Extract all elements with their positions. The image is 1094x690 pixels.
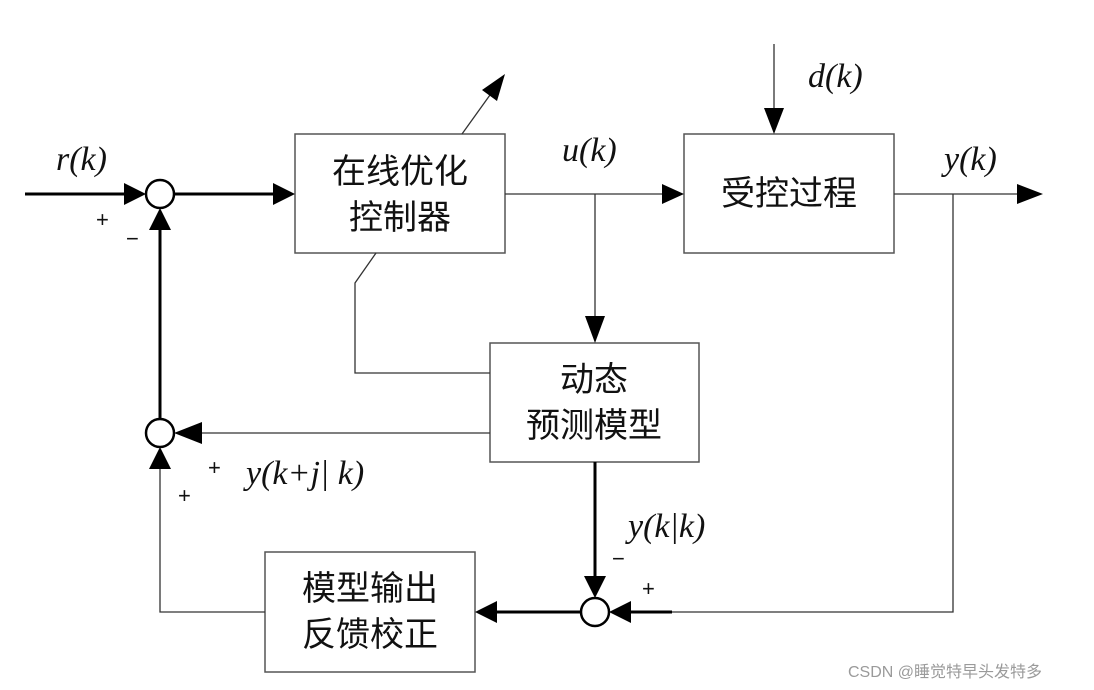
lower-junction-prediction-plus-sign: + xyxy=(208,455,221,480)
correction-label-line2: 反馈校正 xyxy=(302,615,438,655)
output-feedback-arrowhead xyxy=(609,601,631,623)
correction-block: 模型输出 反馈校正 xyxy=(264,551,476,673)
prediction-arrowhead xyxy=(174,422,202,444)
correction-label-line1: 模型输出 xyxy=(302,569,438,609)
model-box xyxy=(489,342,700,463)
optimization-arrowhead xyxy=(482,74,505,101)
model-label-line1: 动态 xyxy=(560,360,628,400)
watermark: CSDN @睡觉特早头发特多 xyxy=(848,663,1042,681)
model-output-signal-label: y(k|k) xyxy=(625,508,705,545)
bottom-junction-minus-sign: − xyxy=(612,546,625,571)
correction-box xyxy=(264,551,476,673)
control-signal-label: u(k) xyxy=(562,132,617,169)
error-arrowhead xyxy=(273,183,295,205)
disturbance-arrowhead xyxy=(764,108,784,134)
model-block: 动态 预测模型 xyxy=(489,342,700,463)
top-junction-plus-sign: + xyxy=(96,207,109,232)
correction-feedback-line xyxy=(159,462,265,613)
process-block: 受控过程 xyxy=(683,133,895,254)
controller-box xyxy=(294,133,506,254)
prediction-signal-label: y(k+j| k) xyxy=(243,455,364,492)
disturbance-signal-label: d(k) xyxy=(808,58,863,95)
feedback-arrowhead xyxy=(149,208,171,230)
process-box xyxy=(683,133,895,254)
bottom-junction-plus-sign: + xyxy=(642,576,655,601)
top-summing-junction xyxy=(144,178,176,210)
top-junction-minus-sign: − xyxy=(126,226,139,251)
lower-summing-junction xyxy=(144,417,176,449)
lower-junction-correction-plus-sign: + xyxy=(178,483,191,508)
output-signal-label: y(k) xyxy=(941,141,997,178)
control-branch-arrowhead xyxy=(585,316,605,343)
process-label: 受控过程 xyxy=(721,174,857,214)
controller-block: 在线优化 控制器 xyxy=(294,133,506,254)
reference-arrowhead xyxy=(124,183,146,205)
output-feedback-line xyxy=(672,194,954,613)
bottom-summing-junction xyxy=(579,596,611,628)
model-controller-link xyxy=(354,252,490,374)
correction-feedback-arrowhead xyxy=(149,447,171,469)
error-to-correction-arrowhead xyxy=(475,601,497,623)
controller-label-line2: 控制器 xyxy=(349,198,451,238)
model-label-line2: 预测模型 xyxy=(526,406,662,446)
model-output-arrowhead xyxy=(584,576,606,598)
optimization-arrow-line xyxy=(461,87,496,135)
reference-signal-label: r(k) xyxy=(56,141,107,178)
controller-label-line1: 在线优化 xyxy=(332,152,468,192)
control-arrowhead xyxy=(662,184,684,204)
output-arrowhead xyxy=(1017,184,1043,204)
